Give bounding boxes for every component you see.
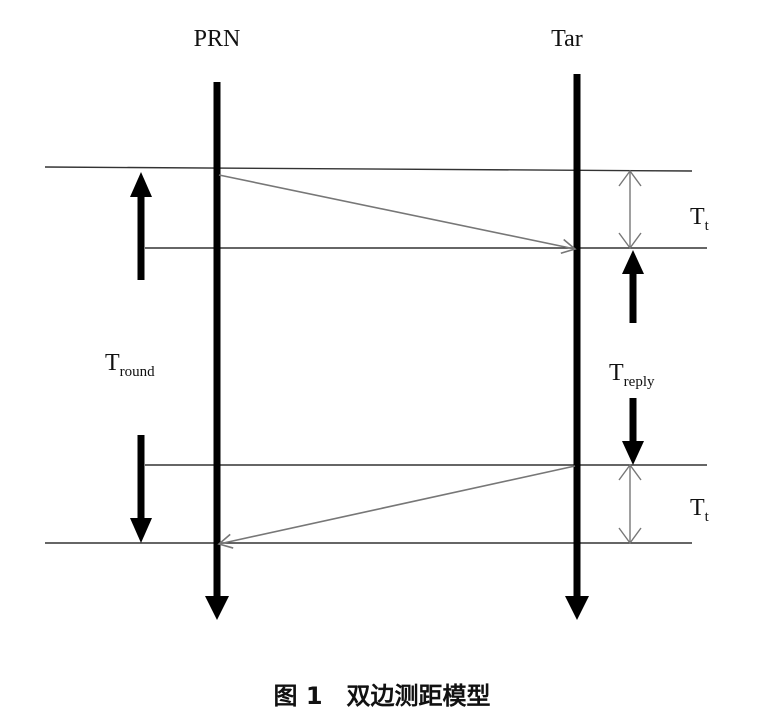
label-t-t-bottom-sub: t bbox=[705, 509, 710, 525]
t-t-top-dimension bbox=[618, 169, 642, 250]
label-t-reply: Treply bbox=[609, 360, 655, 390]
figure-number: 图 1 bbox=[273, 682, 322, 710]
node-label-prn: PRN bbox=[194, 26, 241, 52]
label-t-reply-sub: reply bbox=[624, 374, 655, 390]
guide-line-1 bbox=[44, 166, 693, 172]
label-t-t-bottom: Tt bbox=[690, 495, 710, 525]
label-t-round-sub: round bbox=[120, 364, 155, 380]
lifeline-tar bbox=[565, 74, 589, 620]
t-reply-up-arrow bbox=[622, 250, 644, 323]
label-t-t-top: Tt bbox=[690, 204, 710, 234]
figure-caption: 图 1 双边测距模型 bbox=[273, 682, 490, 710]
lifeline-prn bbox=[205, 82, 229, 620]
t-round-down-arrow bbox=[130, 435, 152, 543]
t-t-bottom-dimension bbox=[618, 463, 642, 545]
node-label-tar: Tar bbox=[551, 26, 583, 52]
figure-title: 双边测距模型 bbox=[347, 682, 491, 710]
label-t-t-top-sub: t bbox=[705, 218, 710, 234]
t-round-up-arrow bbox=[130, 172, 152, 280]
label-t-round: Tround bbox=[105, 350, 155, 380]
t-reply-down-arrow bbox=[622, 398, 644, 465]
message-response bbox=[217, 465, 576, 549]
message-poll bbox=[218, 174, 577, 254]
